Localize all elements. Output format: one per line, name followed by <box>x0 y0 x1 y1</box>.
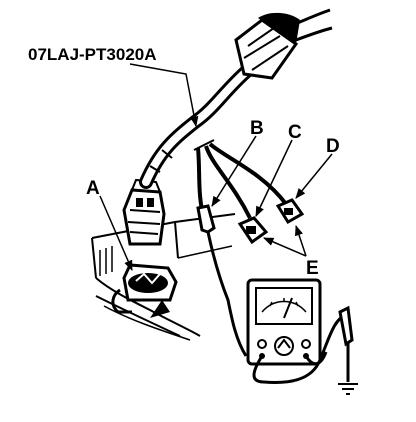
meter-ground-lead <box>252 305 358 395</box>
label-a: A <box>86 178 100 199</box>
clip-c <box>237 216 269 245</box>
branch-leads <box>193 139 288 219</box>
label-b: B <box>250 118 264 139</box>
tool-part-number-label: 07LAJ-PT3020A <box>28 45 157 64</box>
label-c: C <box>288 122 302 143</box>
harness-upper-connector <box>234 8 333 80</box>
engine-block <box>91 213 236 341</box>
lead-b-probe <box>196 204 248 357</box>
multimeter <box>246 278 322 366</box>
clip-d <box>275 198 305 225</box>
leader-lines <box>99 63 333 271</box>
label-d: D <box>326 136 340 157</box>
engine-sensor <box>111 263 178 318</box>
label-e: E <box>306 258 319 279</box>
harness-lower-connector <box>122 178 166 246</box>
